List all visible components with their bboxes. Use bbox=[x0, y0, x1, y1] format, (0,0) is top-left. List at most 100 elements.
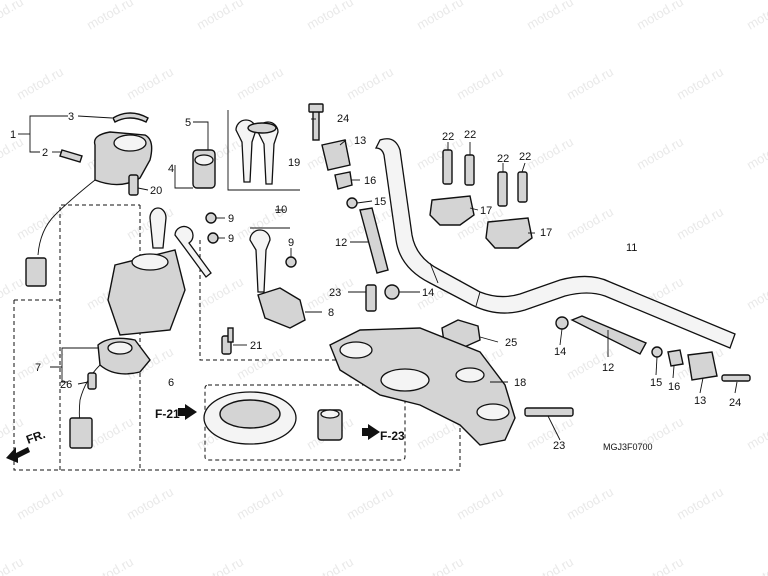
watermark-text: motod.ru bbox=[524, 0, 576, 33]
callout-4: 4 bbox=[168, 163, 174, 175]
callout-22b: 22 bbox=[464, 129, 476, 141]
callout-16a: 16 bbox=[364, 175, 376, 187]
watermark-text: motod.ru bbox=[14, 204, 66, 243]
front-label: FR. bbox=[24, 427, 47, 447]
watermark-text: motod.ru bbox=[344, 484, 396, 523]
part-16 bbox=[667, 349, 684, 367]
watermark-text: motod.ru bbox=[524, 554, 576, 576]
part-2-band bbox=[59, 149, 83, 163]
watermark-text: motod.ru bbox=[744, 134, 768, 173]
watermark-text: motod.ru bbox=[414, 0, 466, 33]
watermark-text: motod.ru bbox=[744, 554, 768, 576]
part-15 bbox=[346, 197, 358, 209]
part-22-bolt bbox=[517, 171, 528, 203]
watermark-text: motod.ru bbox=[124, 64, 176, 103]
watermark-text: motod.ru bbox=[304, 554, 356, 576]
part-17-holder bbox=[485, 217, 533, 249]
callout-9c: 9 bbox=[288, 237, 294, 249]
part-12-rod bbox=[359, 207, 389, 274]
part-23-bolt bbox=[524, 407, 574, 417]
callout-2: 2 bbox=[42, 147, 48, 159]
part-9-nut bbox=[205, 212, 217, 224]
callout-21: 21 bbox=[250, 340, 262, 352]
part-8-bracket bbox=[257, 287, 306, 329]
part-12-rod bbox=[570, 315, 647, 355]
part-14-washer bbox=[384, 284, 400, 300]
callout-24a: 24 bbox=[337, 113, 349, 125]
callout-15b: 15 bbox=[650, 377, 662, 389]
callout-5: 5 bbox=[185, 117, 191, 129]
watermark-text: motod.ru bbox=[414, 134, 466, 173]
watermark-text: motod.ru bbox=[234, 484, 286, 523]
callout-8: 8 bbox=[328, 307, 334, 319]
watermark-text: motod.ru bbox=[0, 414, 26, 453]
watermark-text: motod.ru bbox=[634, 0, 686, 33]
part-13-bar-end bbox=[321, 139, 351, 171]
ref-tag-f23: F-23 bbox=[380, 429, 405, 443]
ref-tag-f21: F-21 bbox=[155, 407, 180, 421]
watermark-text: motod.ru bbox=[454, 64, 506, 103]
callout-23a: 23 bbox=[329, 287, 341, 299]
watermark-text: motod.ru bbox=[524, 134, 576, 173]
callout-9b: 9 bbox=[228, 233, 234, 245]
part-11-handlebar bbox=[374, 138, 736, 349]
callout-15a: 15 bbox=[374, 196, 386, 208]
fuel-cap bbox=[203, 391, 297, 445]
callout-6: 6 bbox=[168, 377, 174, 389]
watermark-text: motod.ru bbox=[674, 484, 726, 523]
watermark-text: motod.ru bbox=[564, 64, 616, 103]
watermark-text: motod.ru bbox=[0, 554, 26, 576]
callout-9a: 9 bbox=[228, 213, 234, 225]
callout-12a: 12 bbox=[335, 237, 347, 249]
part-22-bolt bbox=[497, 171, 508, 207]
watermark-text: motod.ru bbox=[304, 0, 356, 33]
part-5-lock-cylinder bbox=[192, 149, 216, 189]
watermark-text: motod.ru bbox=[194, 274, 246, 313]
part-9-nut bbox=[285, 256, 297, 268]
watermark-text: motod.ru bbox=[14, 484, 66, 523]
callout-14b: 14 bbox=[554, 346, 566, 358]
key-set-frame bbox=[227, 110, 300, 191]
watermark-text: motod.ru bbox=[744, 414, 768, 453]
watermark-text: motod.ru bbox=[634, 554, 686, 576]
part-24-screw bbox=[721, 374, 751, 382]
part-23-bolt bbox=[365, 284, 377, 312]
part-19-keys bbox=[235, 119, 279, 185]
callouts: 1 2 3 5 4 20 19 9 9 10 9 8 21 7 26 6 24 … bbox=[10, 111, 741, 452]
callout-17b: 17 bbox=[540, 227, 552, 239]
callout-24b: 24 bbox=[729, 397, 741, 409]
watermark-text: motod.ru bbox=[674, 204, 726, 243]
callout-13a: 13 bbox=[354, 135, 366, 147]
watermark-text: motod.ru bbox=[84, 554, 136, 576]
leader-lines bbox=[18, 115, 738, 441]
watermark-text: motod.ru bbox=[564, 484, 616, 523]
diagram-code: MGJ3F0700 bbox=[603, 442, 653, 452]
watermark-text: motod.ru bbox=[194, 554, 246, 576]
callout-3: 3 bbox=[68, 111, 74, 123]
watermark-text: motod.ru bbox=[344, 64, 396, 103]
watermark-text: motod.ru bbox=[674, 64, 726, 103]
watermark-text: motod.ru bbox=[84, 0, 136, 33]
callout-17a: 17 bbox=[480, 205, 492, 217]
part-4-lock-assembly bbox=[107, 207, 212, 336]
callout-12b: 12 bbox=[602, 362, 614, 374]
watermark-text: motod.ru bbox=[744, 0, 768, 33]
watermark-text: motod.ru bbox=[234, 64, 286, 103]
watermark-text: motod.ru bbox=[564, 204, 616, 243]
callout-25: 25 bbox=[505, 337, 517, 349]
front-arrow-icon bbox=[6, 447, 30, 463]
part-17-holder bbox=[429, 195, 475, 226]
ref-arrows bbox=[178, 404, 380, 440]
watermark-text: motod.ru bbox=[414, 554, 466, 576]
part-21-bolt bbox=[221, 327, 234, 355]
callout-22d: 22 bbox=[519, 151, 531, 163]
watermark-text: motod.ru bbox=[0, 274, 26, 313]
part-22-bolt bbox=[442, 149, 453, 185]
callout-20: 20 bbox=[150, 185, 162, 197]
callout-23b: 23 bbox=[553, 440, 565, 452]
callout-1: 1 bbox=[10, 129, 16, 141]
watermark-text: motod.ru bbox=[194, 0, 246, 33]
callout-16b: 16 bbox=[668, 381, 680, 393]
callout-7: 7 bbox=[35, 362, 41, 374]
watermark-text: motod.ru bbox=[0, 0, 26, 33]
